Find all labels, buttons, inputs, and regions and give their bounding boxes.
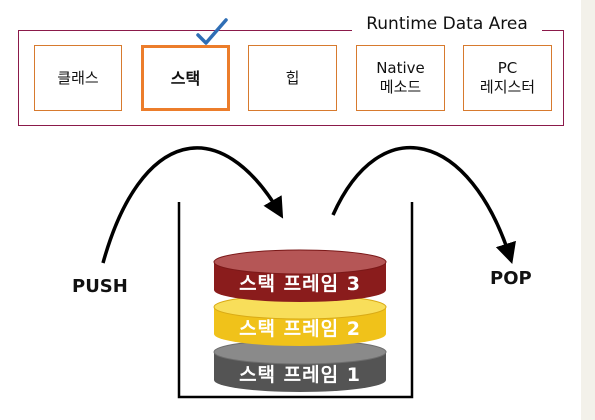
area-pc-line1: PC [497,59,518,77]
area-class: 클래스 [34,45,122,111]
stack-frame-1-label: 스택 프레임 1 [239,364,361,386]
runtime-data-area-title: Runtime Data Area [352,13,542,35]
push-arrow [101,146,284,264]
area-native-method: Native 메소드 [356,45,445,111]
right-edge-strip [581,0,595,420]
runtime-data-area-box [18,30,564,126]
checkmark-icon [196,18,228,45]
area-native-line1: Native [376,59,425,77]
area-pc-line2: 레지스터 [479,78,536,96]
area-stack: 스택 [141,45,230,111]
pop-label: POP [490,268,532,289]
stack-frame-2-label: 스택 프레임 2 [239,318,361,340]
area-heap: 힙 [248,45,337,111]
stack-frame-3 [213,249,387,302]
push-label: PUSH [72,276,128,297]
area-pc-register: PC 레지스터 [463,45,552,111]
stack-frame-3-label: 스택 프레임 3 [239,273,361,295]
area-heap-label: 힙 [285,68,300,87]
stack-frame-1 [213,339,387,392]
area-stack-label: 스택 [170,68,201,88]
area-class-label: 클래스 [57,68,99,87]
stack-frame-2 [213,294,387,346]
stack-container [177,202,414,399]
pop-arrow [331,145,516,265]
area-native-line2: 메소드 [379,78,422,96]
